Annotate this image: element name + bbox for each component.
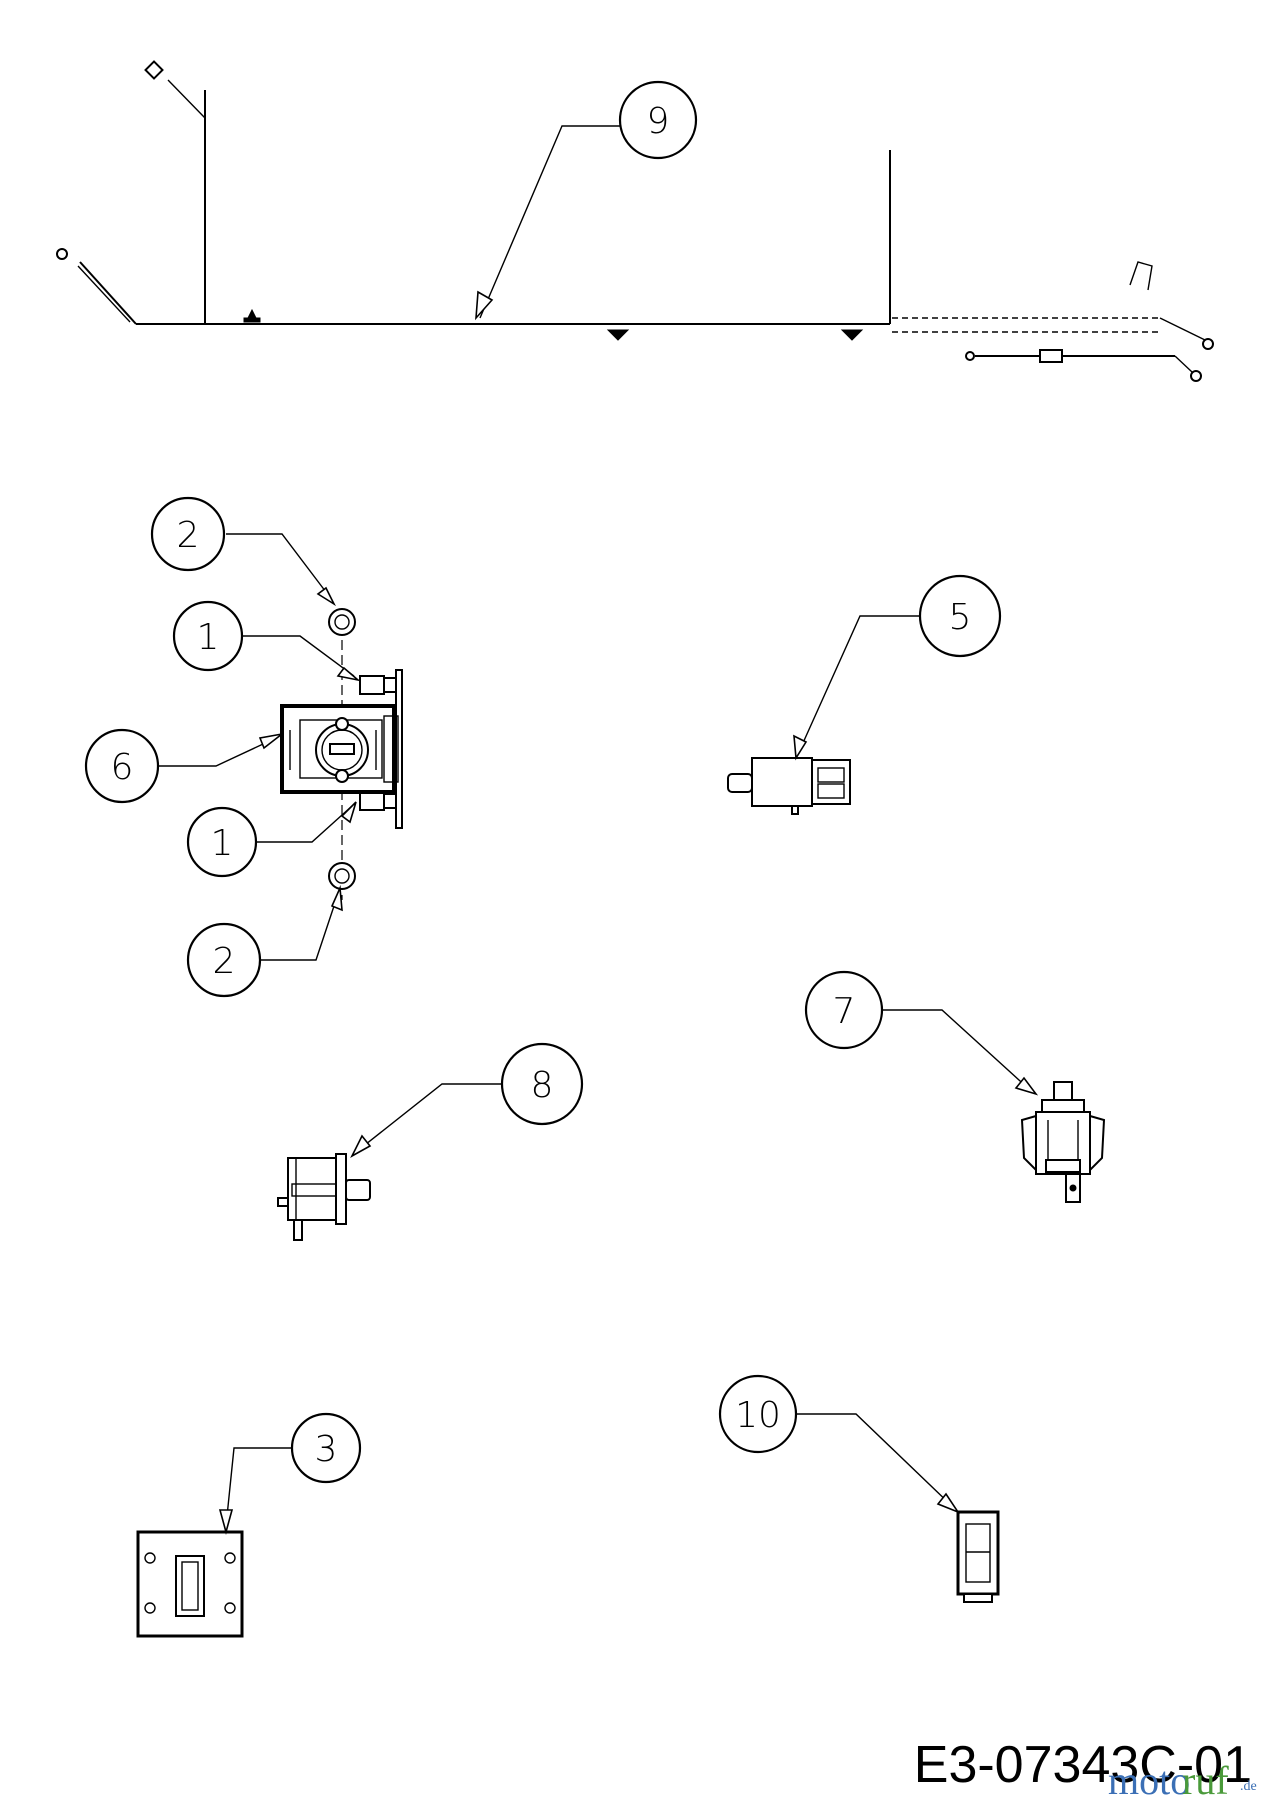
callout-1-top: 1 [172,600,244,672]
svg-text:8: 8 [531,1065,554,1106]
svg-text:7: 7 [833,991,856,1032]
drawing-code: E3-07343C-01 [914,1736,1252,1794]
ring-terminal-right-lower [1190,370,1202,382]
harness-clip-1 [243,308,261,323]
solenoid-assembly [158,533,403,961]
callout-10: 10 [718,1374,798,1454]
svg-text:6: 6 [111,747,134,788]
nut-bottom [328,862,356,890]
watermark: moto ruf .de [1108,1758,1257,1800]
callout-6: 6 [84,728,160,804]
callout-8: 8 [500,1042,584,1126]
rocker-switch-10 [796,1413,1000,1603]
harness-clip-2 [606,329,630,341]
callout-7: 7 [804,970,884,1050]
harness-clip [1129,261,1153,291]
svg-text:moto: moto [1108,1758,1190,1800]
svg-text:10: 10 [735,1395,781,1436]
svg-text:5: 5 [949,597,972,638]
ring-terminal-right-upper [1202,338,1214,350]
plunger-switch-5 [727,615,920,815]
plunger-switch-7 [882,1009,1106,1203]
svg-text:1: 1 [211,823,234,864]
svg-text:ruf: ruf [1182,1758,1229,1800]
harness-terminal-top [144,60,164,80]
plunger-switch-8 [277,1083,502,1241]
callout-9: 9 [618,80,698,160]
switch-plate-3 [136,1447,294,1638]
nut-top [328,608,356,636]
svg-text:2: 2 [177,515,200,556]
wiring-harness [56,60,1214,382]
callout-2-top: 2 [150,496,226,572]
callout-2-bottom: 2 [186,922,262,998]
svg-text:9: 9 [647,101,670,142]
callout-1-bottom: 1 [186,806,258,878]
svg-text:1: 1 [197,617,220,658]
ring-terminal-left [56,248,68,260]
harness-clip-3 [840,329,864,341]
bolt-bottom [359,791,385,811]
callout-3: 3 [290,1412,362,1484]
bolt-top [359,675,385,695]
callout-5: 5 [918,574,1002,658]
svg-text:2: 2 [213,941,236,982]
svg-text:.de: .de [1240,1779,1257,1794]
svg-text:3: 3 [315,1429,338,1470]
